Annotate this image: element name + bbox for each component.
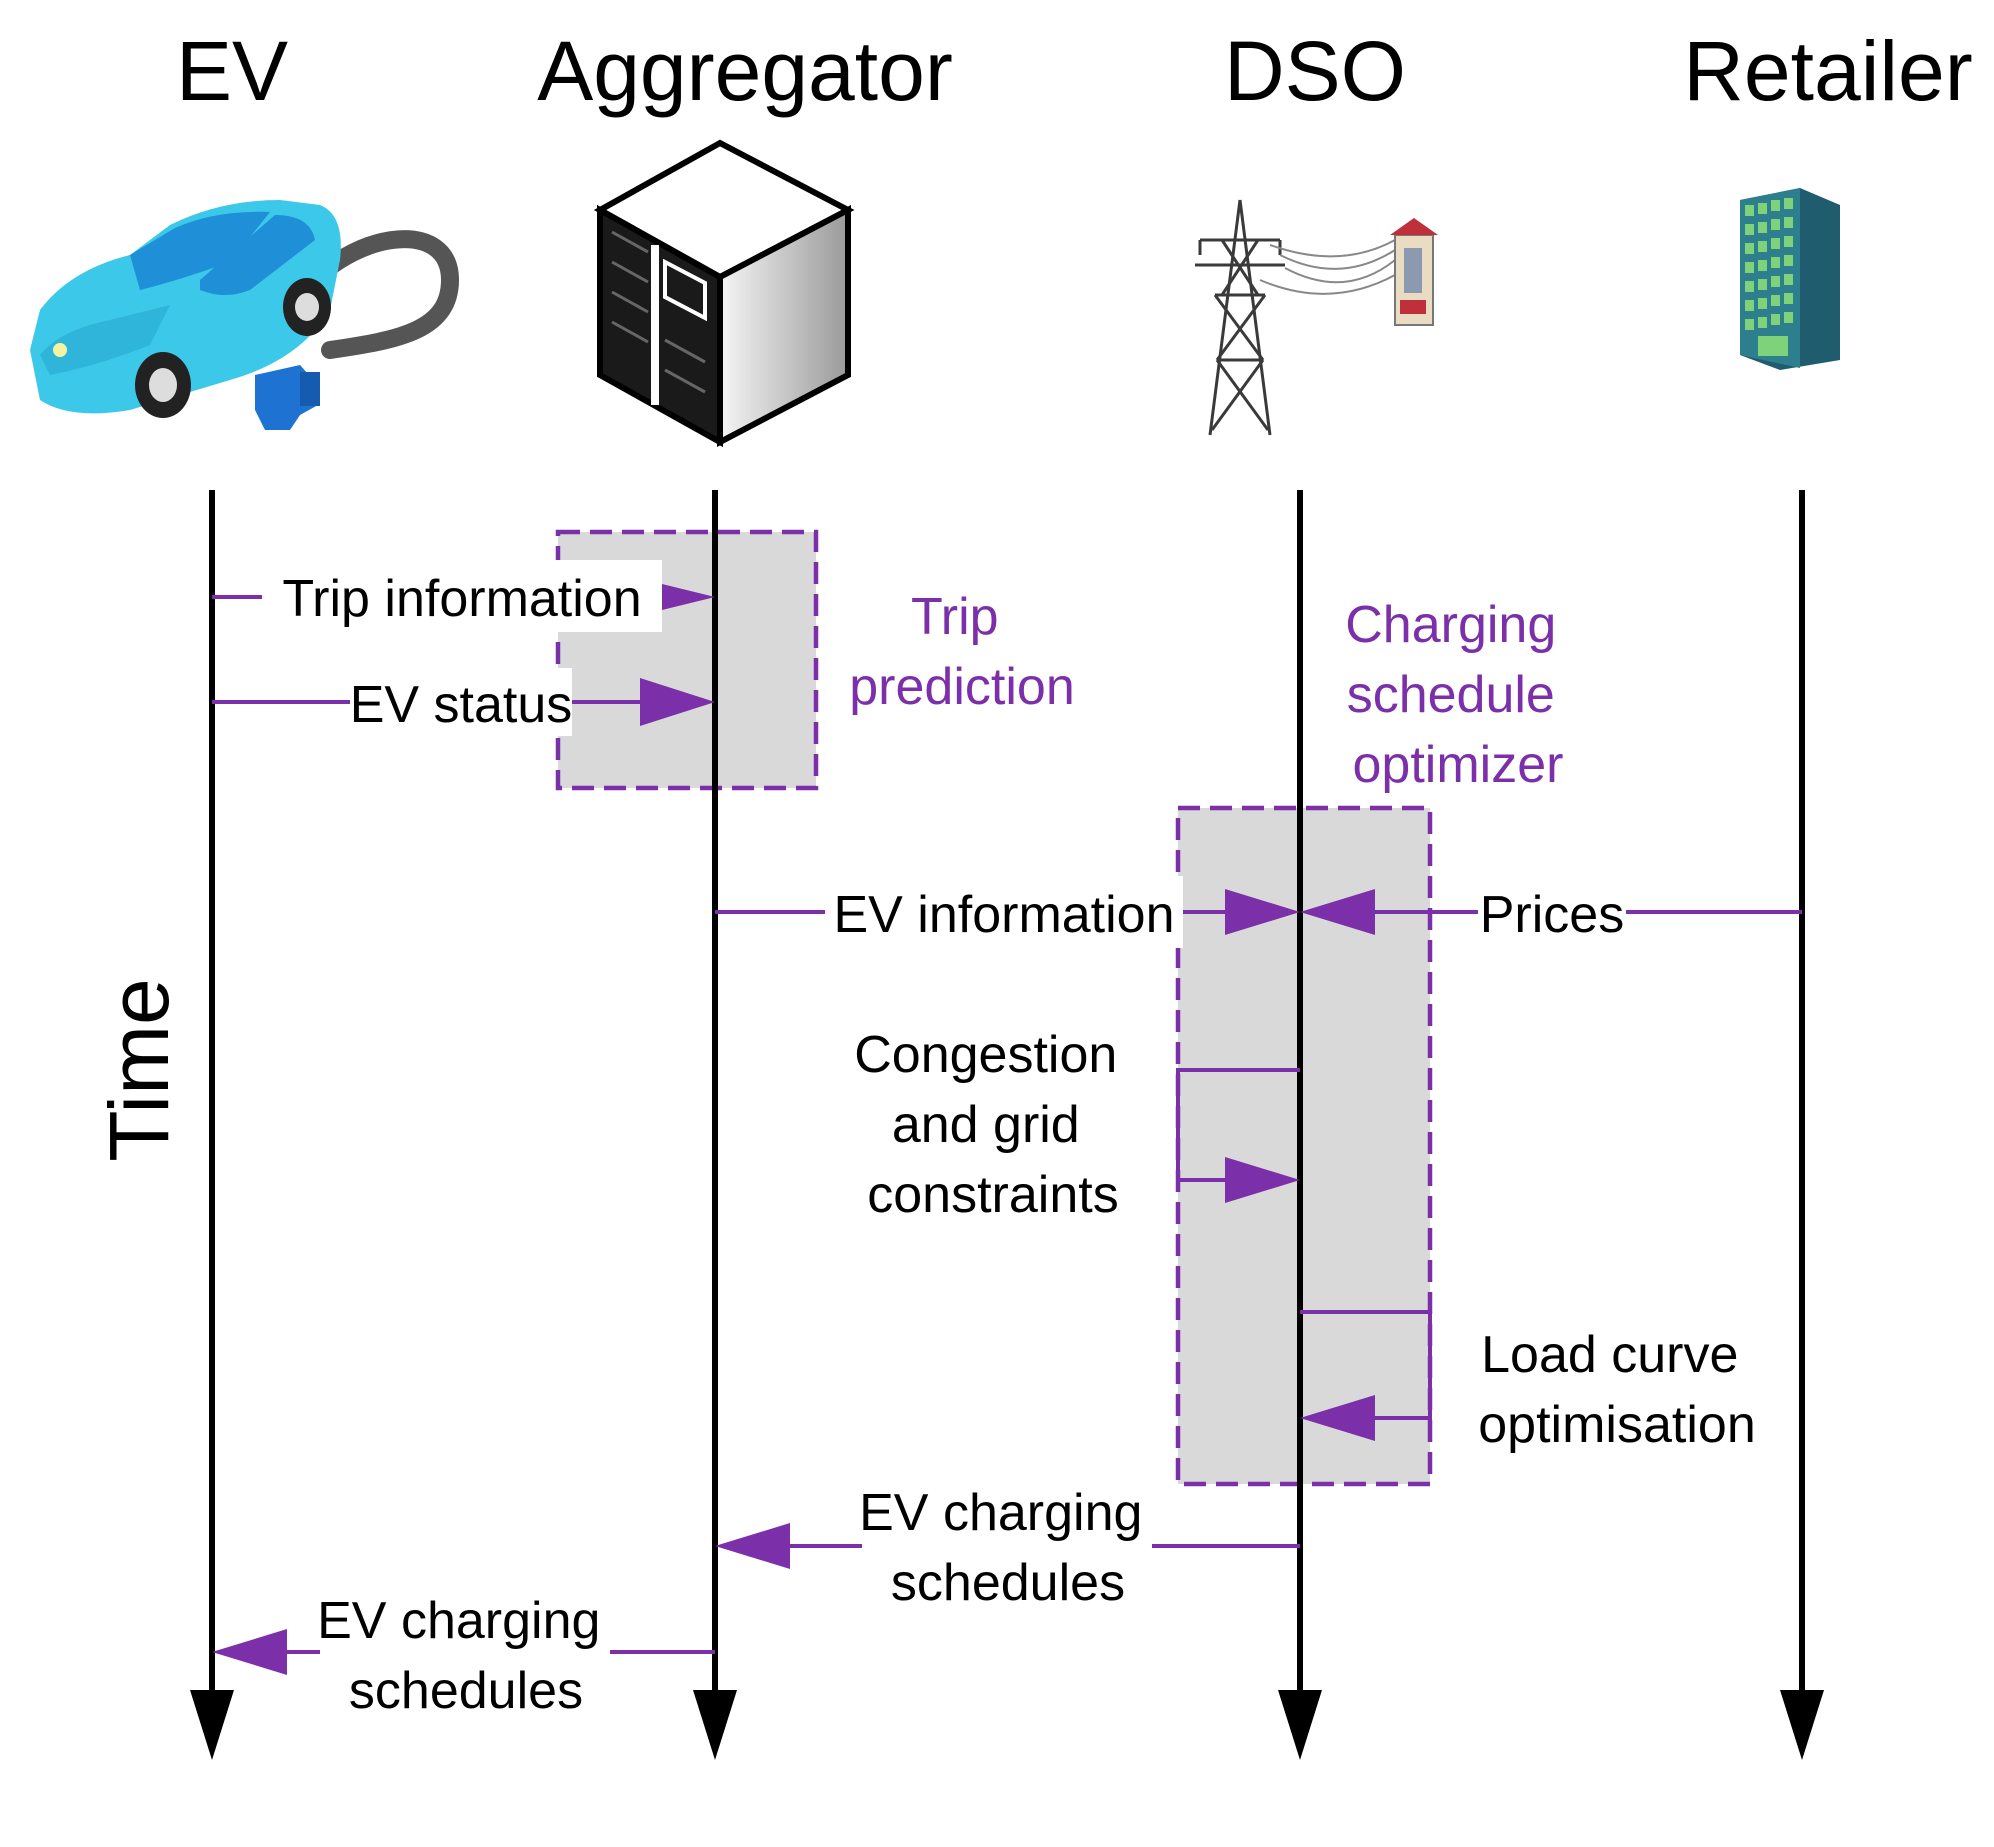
- message-label: EV status: [350, 676, 573, 734]
- server-cube-icon: [593, 139, 855, 448]
- message-label: Load curve optimisation: [1478, 1326, 1755, 1454]
- time-axis-label: Time: [92, 978, 186, 1162]
- arrowhead: [1225, 1157, 1300, 1203]
- message-prices: Prices: [1300, 876, 1802, 948]
- arrowhead: [1300, 889, 1375, 935]
- arrowhead: [640, 678, 715, 726]
- actor-label-aggregator: Aggregator: [537, 24, 953, 118]
- message-ev-information: EV information: [715, 876, 1300, 948]
- actor-label-dso: DSO: [1224, 24, 1406, 118]
- message-label: EV charging schedules: [317, 1592, 615, 1720]
- arrowhead: [662, 584, 715, 610]
- arrowhead: [1225, 889, 1300, 935]
- message-congestion-constraints: Congestion and grid constraints: [854, 1026, 1300, 1224]
- power-pylon-icon: [1195, 199, 1438, 436]
- message-ev-status: EV status: [212, 668, 715, 736]
- message-label: Congestion and grid constraints: [854, 1026, 1132, 1224]
- optimizer-label: Charging schedule optimizer: [1345, 596, 1570, 794]
- arrowhead: [212, 1629, 287, 1675]
- message-label: Prices: [1480, 886, 1624, 944]
- lifeline-ev: [190, 490, 234, 1760]
- lifeline-retailer: [1780, 490, 1824, 1760]
- actor-label-retailer: Retailer: [1683, 24, 1972, 118]
- electric-car-icon: [30, 200, 460, 430]
- arrowhead: [715, 1523, 790, 1569]
- message-dso-charging-schedules: EV charging schedules: [715, 1480, 1300, 1612]
- message-label: Trip information: [282, 570, 641, 628]
- message-load-curve-optimisation: Load curve optimisation: [1300, 1310, 1756, 1454]
- actor-label-ev: EV: [176, 24, 288, 118]
- optimizer-box: [1175, 805, 1433, 1487]
- lifeline-dso: [1278, 490, 1322, 1760]
- message-trip-information: Trip information: [212, 560, 715, 632]
- message-label: EV information: [833, 886, 1174, 944]
- arrowhead: [1300, 1395, 1375, 1441]
- trip-prediction-label: Trip prediction: [849, 588, 1074, 716]
- message-label: EV charging schedules: [859, 1484, 1157, 1612]
- message-agg-charging-schedules: EV charging schedules: [212, 1588, 715, 1720]
- lifeline-aggregator: [693, 490, 737, 1760]
- office-building-icon: [1740, 188, 1840, 370]
